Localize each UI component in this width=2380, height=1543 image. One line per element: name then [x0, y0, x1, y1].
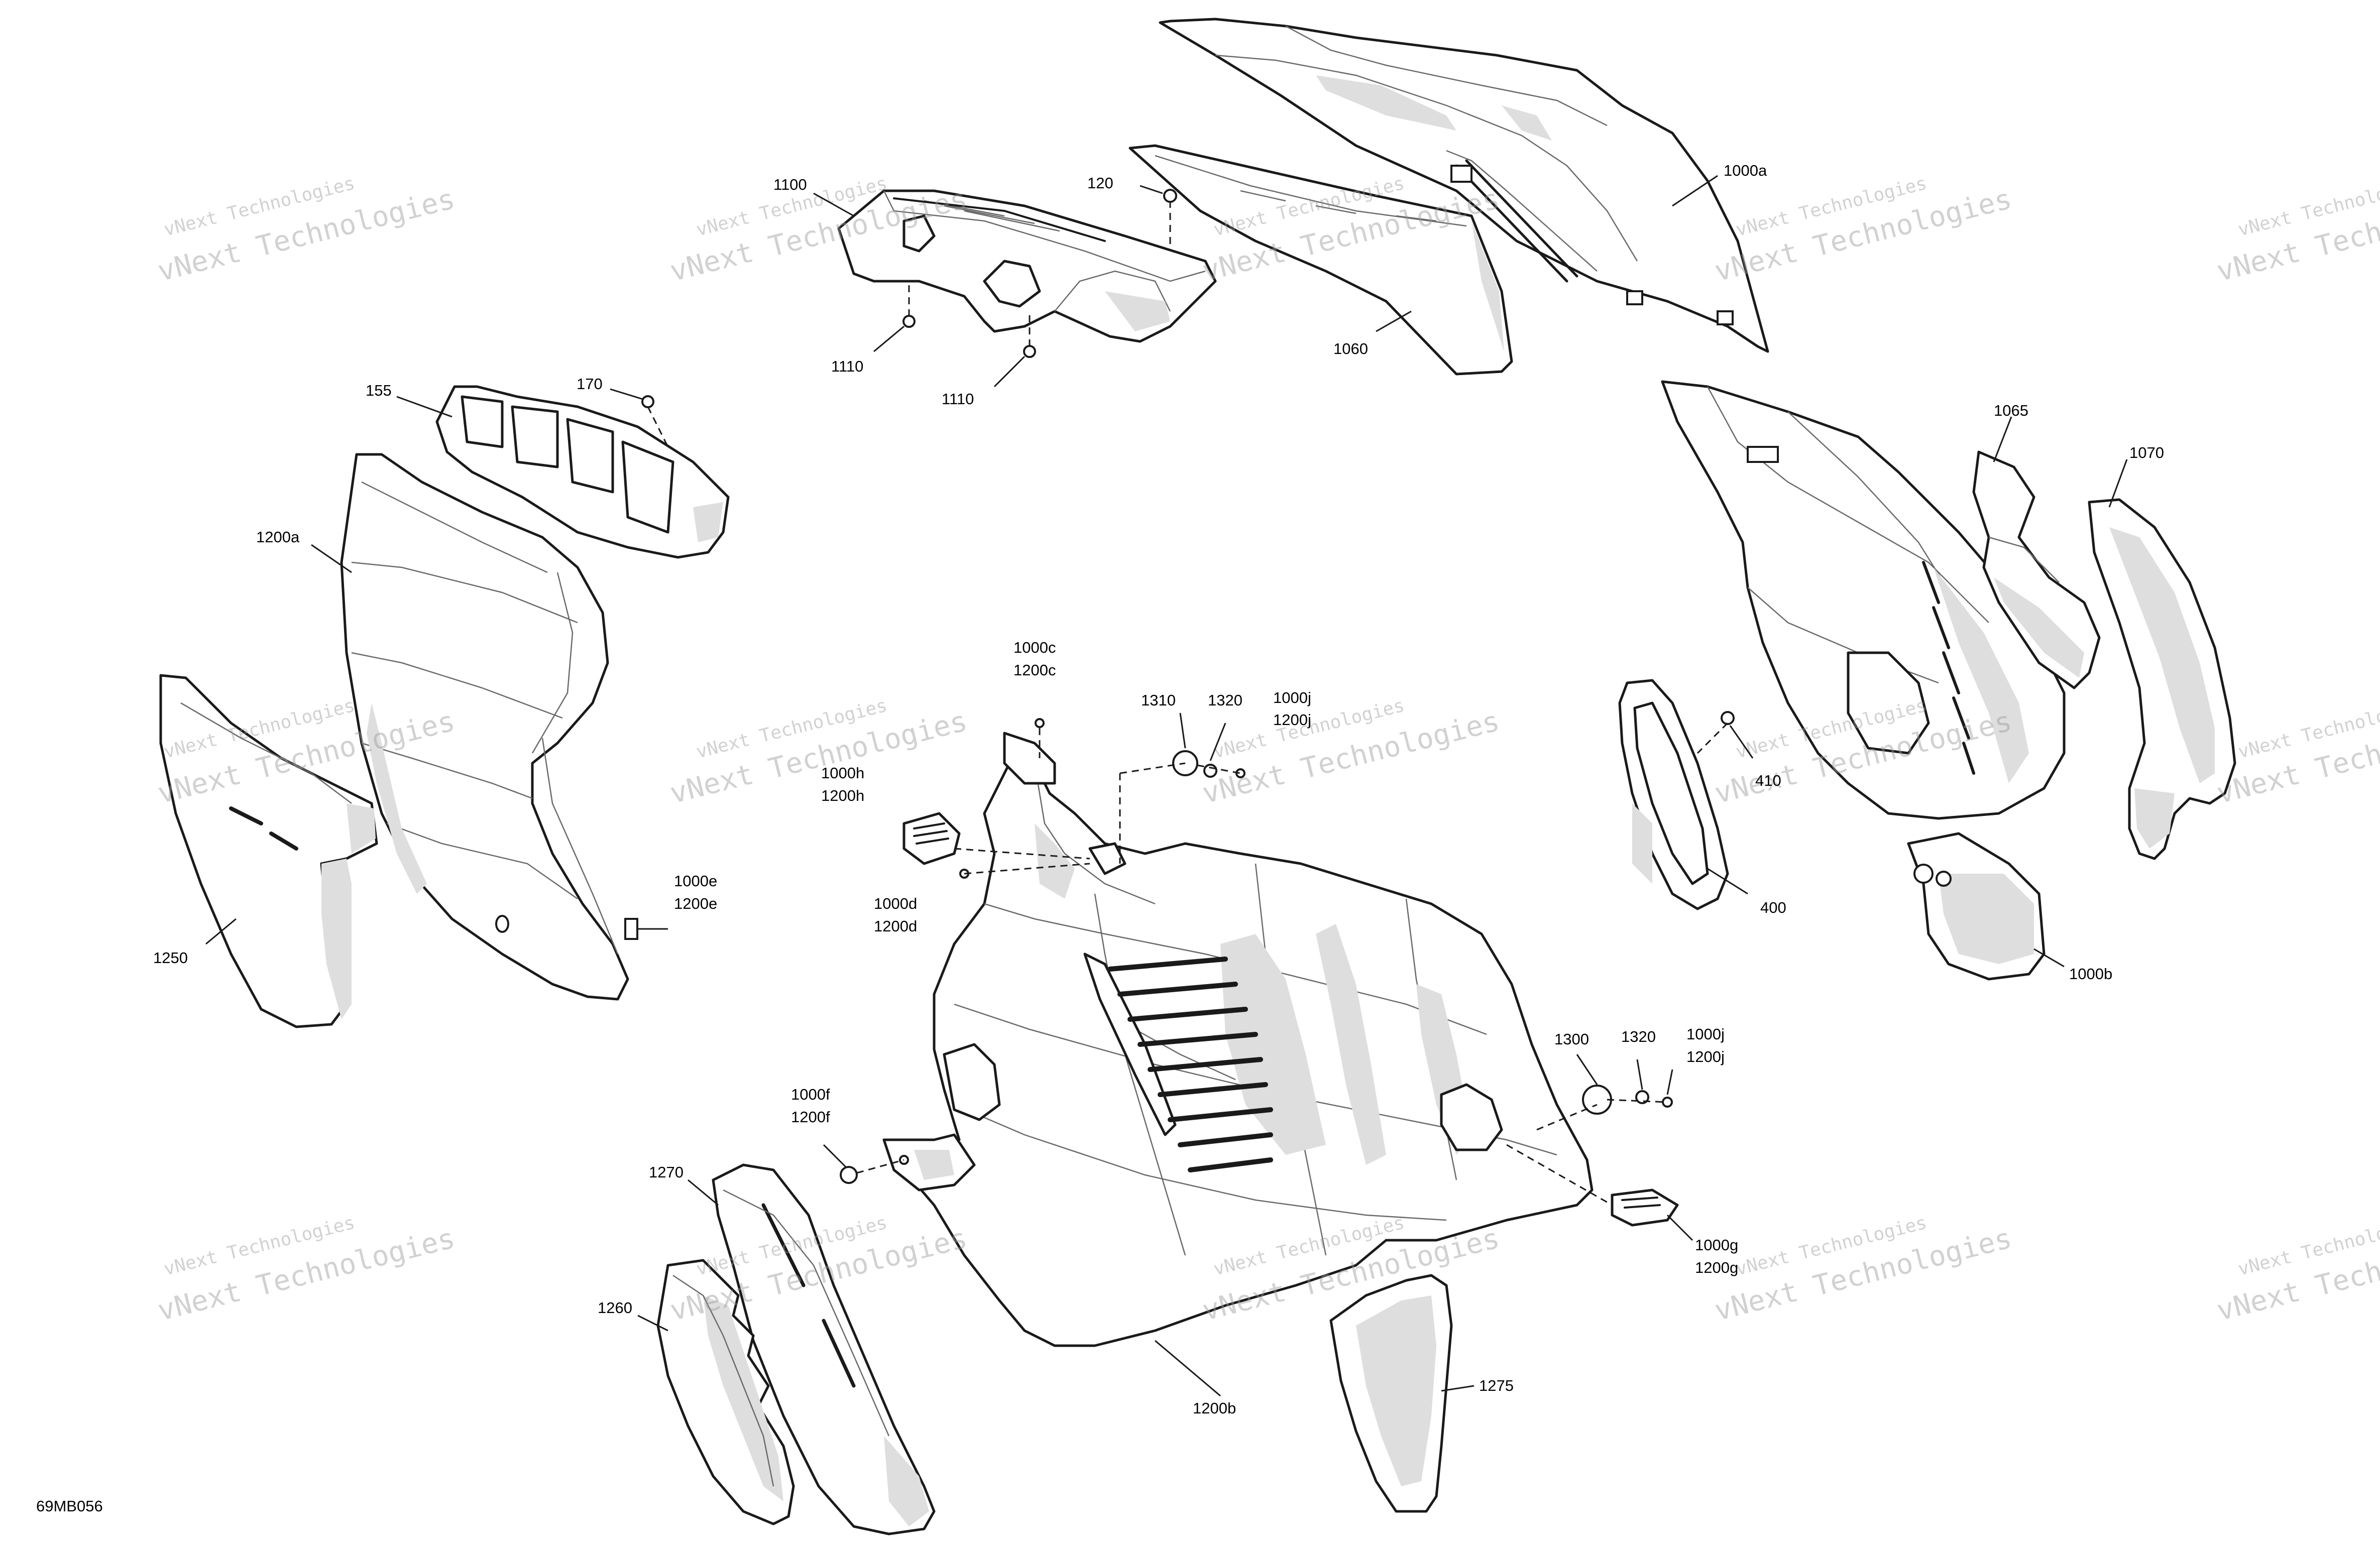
part-1275: [1329, 1274, 1453, 1513]
callout-410: 410: [1755, 772, 1781, 789]
part-1000g: [1611, 1189, 1679, 1227]
part-1065: [1972, 450, 2101, 689]
part-1260: [656, 1259, 795, 1525]
callout-1310: 1310: [1141, 691, 1176, 709]
callout-1275: 1275: [1479, 1377, 1514, 1394]
part-410: [1721, 711, 1735, 725]
part-1320-b: [1635, 1090, 1649, 1104]
part-1000b: [1661, 380, 2066, 981]
part-1250: [159, 674, 378, 1028]
part-400: [1618, 679, 1729, 910]
part-170: [641, 395, 654, 408]
part-1270: [712, 1163, 936, 1535]
callout-1200e: 1200e: [674, 895, 717, 912]
callout-1200j: 1200j: [1686, 1048, 1725, 1065]
callout-1000j: 1000j: [1686, 1025, 1725, 1043]
callout-1000h: 1000h: [821, 764, 864, 782]
callout-1300: 1300: [1554, 1030, 1589, 1048]
hardware: [624, 189, 1735, 1227]
callout-1200a: 1200a: [256, 528, 300, 546]
part-1200a: [340, 453, 629, 1001]
part-1000h: [902, 812, 961, 865]
callout-400: 400: [1760, 899, 1786, 916]
part-bracket-1000d: [1088, 842, 1126, 875]
callout-1060: 1060: [1333, 340, 1368, 358]
callout-1260: 1260: [598, 1299, 632, 1317]
callout-1200h: 1200h: [821, 787, 864, 804]
callout-1200g: 1200g: [1695, 1259, 1738, 1276]
callout-labels: 1000a 120 1100 1110 1110 1060 155 170 12…: [153, 162, 2164, 1417]
callout-1000g: 1000g: [1695, 1236, 1738, 1254]
callout-1200f: 1200f: [791, 1108, 830, 1126]
part-1110-a: [902, 315, 916, 328]
callout-1200j: 1200j: [1273, 711, 1311, 729]
part-1110-b: [1023, 345, 1036, 358]
callout-1000b: 1000b: [2069, 965, 2112, 983]
part-1100: [837, 189, 1217, 343]
part-120: [1163, 189, 1177, 203]
figure-code: 69MB056: [36, 1497, 103, 1515]
leader-lines: [205, 175, 2128, 1397]
callout-1000f: 1000f: [791, 1086, 830, 1103]
part-1000c: [1035, 718, 1045, 728]
part-1000a: [1159, 18, 1769, 353]
callout-1000c: 1000c: [1013, 639, 1056, 656]
part-1060: [1128, 144, 1513, 376]
part-1200b: [882, 732, 1594, 1347]
callout-1320: 1320: [1208, 691, 1242, 709]
part-155: [435, 385, 730, 559]
assembly-lines: [647, 201, 1729, 1206]
callout-1000e: 1000e: [674, 872, 717, 890]
callout-1200c: 1200c: [1013, 661, 1056, 679]
callout-1100: 1100: [773, 176, 807, 193]
callout-1200b: 1200b: [1193, 1399, 1236, 1417]
callout-1110: 1110: [831, 358, 863, 375]
callout-1320: 1320: [1621, 1028, 1656, 1045]
callout-1110: 1110: [942, 390, 974, 408]
callout-170: 170: [577, 375, 603, 393]
callout-1250: 1250: [153, 949, 188, 967]
part-1070: [2088, 498, 2236, 860]
callout-1000a: 1000a: [1724, 162, 1767, 179]
callout-120: 120: [1087, 174, 1113, 192]
callout-1065: 1065: [1994, 402, 2028, 419]
callout-1200d: 1200d: [874, 917, 917, 935]
callout-1000d: 1000d: [874, 895, 917, 912]
part-1000f: [840, 1166, 858, 1184]
callout-1270: 1270: [649, 1163, 684, 1181]
callout-155: 155: [366, 382, 392, 399]
callout-1000j: 1000j: [1273, 689, 1311, 706]
callout-1070: 1070: [2129, 444, 2164, 461]
part-1000e: [624, 918, 638, 940]
